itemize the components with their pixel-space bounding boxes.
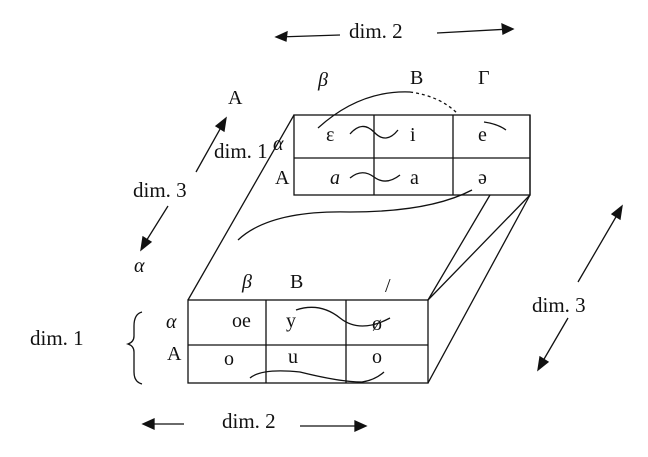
bottom-cell-1-0: o xyxy=(224,348,234,370)
left-axis-top-a: A xyxy=(228,87,243,109)
bottom-dim2-left-arrowhead xyxy=(141,417,155,431)
bottom-dim2-group: dim. 2 xyxy=(141,409,368,433)
right-dim3-up-arrowhead xyxy=(610,204,623,221)
top-row-header-alpha: α xyxy=(273,133,284,155)
top-dim2-right-arrowhead xyxy=(501,22,515,36)
bottom-dim2-label: dim. 2 xyxy=(222,409,276,433)
top-row-header-a: A xyxy=(275,167,290,189)
top-dim2-left-arrow xyxy=(277,34,341,38)
edge-right-back xyxy=(427,194,531,301)
cube-edges xyxy=(187,114,531,384)
top-cell-1-1: a xyxy=(410,167,419,189)
top-col-header-gamma: Γ xyxy=(478,67,490,89)
right-dim3-down-arrow xyxy=(539,317,569,367)
left-dim3-up-arrowhead xyxy=(214,116,227,133)
bottom-dim2-right-arrowhead xyxy=(354,419,368,433)
top-tilde-row2 xyxy=(349,172,401,182)
bottom-dim1-label: dim. 1 xyxy=(30,326,84,350)
top-cell-1-0: a xyxy=(330,167,340,189)
right-dim3-up-arrow xyxy=(577,209,621,283)
top-plane-curve xyxy=(237,189,473,241)
top-col-header-beta: β xyxy=(317,69,328,91)
left-dim3-label: dim. 3 xyxy=(133,178,187,202)
bottom-dim1-brace xyxy=(125,311,143,385)
left-dim3-down-arrowhead xyxy=(140,235,153,252)
right-dim3-down-arrowhead xyxy=(537,355,550,372)
bottom-tilde-row1 xyxy=(295,306,391,327)
bottom-cell-0-0: oe xyxy=(232,310,251,332)
bottom-row-header-alpha: α xyxy=(166,311,177,333)
right-dim3-label: dim. 3 xyxy=(532,293,586,317)
bottom-cell-1-2: o xyxy=(372,346,382,368)
bottom-face-grid xyxy=(187,299,429,384)
top-dim2-label: dim. 2 xyxy=(349,19,403,43)
bottom-row-header-a: A xyxy=(167,343,182,365)
bottom-tilde-row2 xyxy=(249,370,385,383)
top-tilde-row1 xyxy=(349,125,399,139)
top-dim2-right-arrow xyxy=(436,28,511,34)
top-e-flick xyxy=(483,121,507,131)
left-axis-bottom-alpha: α xyxy=(134,255,145,277)
top-cell-0-0: ɛ xyxy=(326,124,334,146)
top-header-arc xyxy=(317,91,411,129)
bottom-col-header-beta: β xyxy=(241,271,252,293)
bottom-col-header-b: B xyxy=(290,271,303,293)
bottom-col-header-slash: / xyxy=(385,275,391,297)
left-dim3-up-arrow xyxy=(195,121,225,173)
bottom-cell-1-1: u xyxy=(288,346,298,368)
top-header-arc-dashed xyxy=(409,91,459,115)
top-dim1-label: dim. 1 xyxy=(214,139,268,163)
bottom-cell-0-1: y xyxy=(286,310,296,332)
top-dim2-group: dim. 2 xyxy=(274,19,515,43)
top-col-header-b: B xyxy=(410,67,423,89)
edge-left-top xyxy=(187,114,295,301)
top-cell-0-1: i xyxy=(410,124,416,146)
bottom-face-outline xyxy=(187,299,429,384)
edge-mid-receding xyxy=(427,194,491,301)
top-dim2-left-arrowhead xyxy=(274,30,288,42)
top-cell-1-2: ə xyxy=(478,167,487,189)
top-cell-0-2: e xyxy=(478,124,487,146)
edge-right-bottom xyxy=(427,194,531,384)
